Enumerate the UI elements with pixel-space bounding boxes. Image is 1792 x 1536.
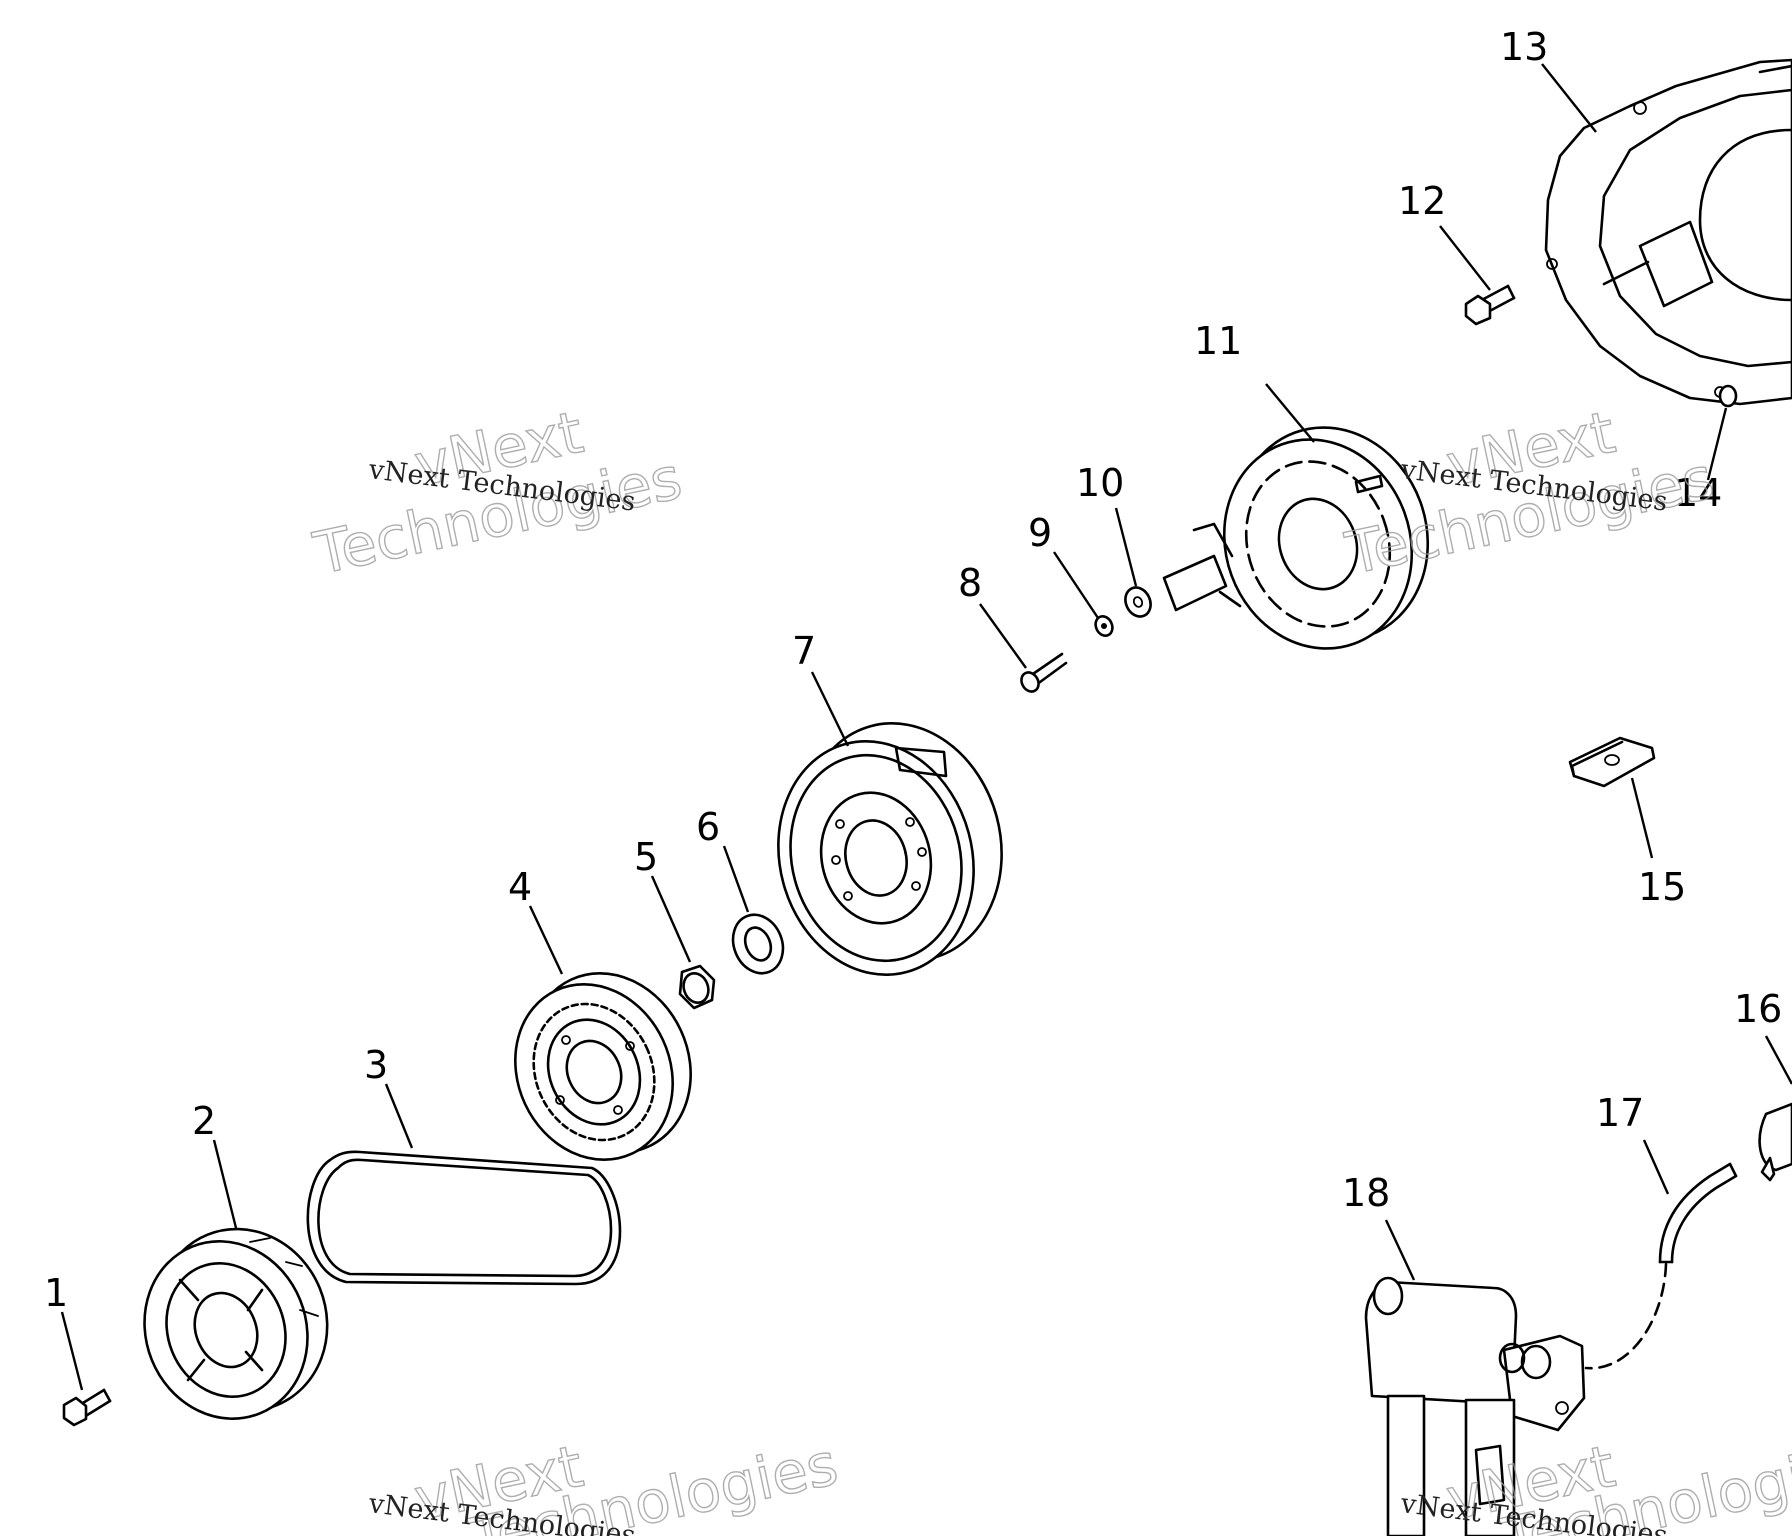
callout-9: 9	[1028, 511, 1052, 555]
callout-12: 12	[1398, 179, 1446, 223]
callout-4: 4	[508, 865, 532, 909]
part-12-bolt	[1464, 284, 1516, 326]
callout-7: 7	[792, 629, 816, 673]
callout-6: 6	[696, 805, 720, 849]
callout-1: 1	[44, 1271, 68, 1315]
part-2-pulley	[143, 1227, 329, 1420]
callout-5: 5	[634, 835, 658, 879]
watermark-top-left: vNext Technologies vNext Technologies	[307, 397, 688, 588]
part-1-bolt	[62, 1388, 112, 1427]
callout-14: 14	[1674, 471, 1722, 515]
part-14-dowel-pin	[1718, 384, 1738, 408]
callout-2: 2	[192, 1099, 216, 1143]
part-6-washer	[731, 913, 785, 975]
leader-lines	[60, 63, 1792, 1391]
part-17-ht-lead	[1584, 1162, 1738, 1370]
part-15-clip-nut	[1568, 736, 1656, 788]
callout-11: 11	[1194, 319, 1242, 363]
watermark-bottom-right: vNext Technologies vNext Technologies	[1398, 1429, 1792, 1536]
part-7-flywheel	[777, 722, 1003, 976]
part-18-ignition-coil	[1364, 1276, 1586, 1536]
part-5-nut	[678, 964, 716, 1010]
callout-13: 13	[1500, 25, 1548, 69]
part-13-crankcase-cover	[1544, 58, 1792, 406]
part-9-lock-washer	[1094, 615, 1114, 637]
callout-15: 15	[1638, 865, 1686, 909]
part-11-stator	[1162, 426, 1430, 650]
part-3-belt	[306, 1150, 622, 1286]
watermark-bottom-left: vNext Technologies vNext Technologies	[366, 1429, 844, 1536]
callout-10: 10	[1076, 461, 1124, 505]
callout-8: 8	[958, 561, 982, 605]
callout-16: 16	[1734, 987, 1782, 1031]
part-10-flat-washer	[1124, 586, 1152, 618]
callout-numbers: 1 2 3 4 5 6 7 8 9 10 11 12 13 14 15 16 1…	[44, 25, 1782, 1315]
callout-17: 17	[1596, 1091, 1644, 1135]
part-16-spark-plug-cap	[1758, 1102, 1792, 1182]
part-4-gear-hub	[514, 972, 692, 1161]
part-8-screw	[1020, 652, 1068, 693]
callout-3: 3	[364, 1043, 388, 1087]
callout-18: 18	[1342, 1171, 1390, 1215]
